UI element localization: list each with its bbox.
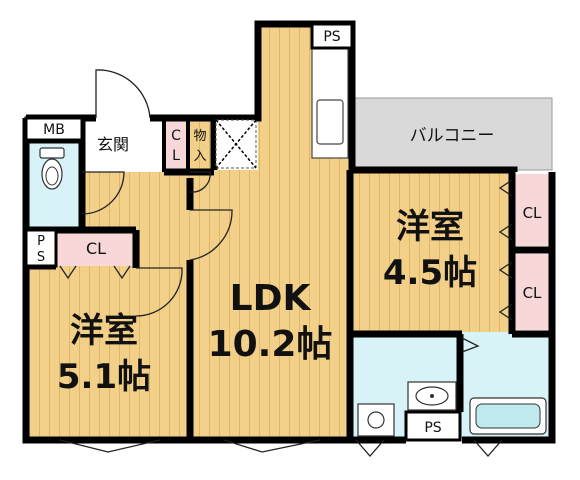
window-bath-bottom	[355, 439, 385, 457]
ldk-floor	[190, 26, 350, 438]
cl-right-top-label: CL	[523, 204, 542, 222]
ldk-size: 10.2帖	[208, 324, 333, 365]
balcony-floor	[349, 97, 553, 171]
western-room-left-floor	[26, 266, 190, 438]
mb-box	[24, 116, 84, 142]
closet-entrance-floor	[164, 118, 188, 172]
mb-label: MB	[43, 122, 65, 138]
cl-left-label: CL	[86, 239, 106, 258]
storage-floor	[188, 118, 212, 172]
entrance-door	[95, 69, 151, 119]
western-left-size: 5.1帖	[57, 357, 151, 397]
balcony-label: バルコニー	[410, 126, 495, 146]
ps-top-box	[310, 22, 354, 50]
closet-right-top-doors	[498, 179, 513, 241]
window-left-bottom	[59, 439, 161, 453]
window-bath2-bottom	[473, 439, 503, 457]
outer-wall-kitchen	[214, 20, 356, 170]
cl-entrance-label-c: C	[171, 128, 181, 144]
cl-entrance-label-l: L	[172, 148, 180, 164]
closet-right-bottom-doors	[498, 261, 513, 321]
outer-wall	[22, 118, 190, 444]
western-left-door	[135, 267, 183, 317]
western-right-size: 4.5帖	[383, 253, 477, 293]
western-right-name: 洋室	[396, 207, 464, 247]
entrance-floor	[82, 118, 164, 172]
outer-wall-right	[462, 172, 556, 444]
toilet-fixture	[39, 147, 65, 190]
outer-wall-right-room-top	[352, 166, 518, 174]
closet-right-bottom-floor	[512, 254, 552, 330]
ps-bottom-label: PS	[424, 420, 441, 436]
washing-machine-pan	[357, 403, 395, 437]
ps-left-label-s: S	[37, 250, 45, 265]
closet-right-top-floor	[512, 174, 552, 246]
closet-left-floor	[56, 230, 136, 266]
closet-left-doors	[59, 265, 131, 280]
ldk-name: LDK	[230, 278, 312, 319]
storage-label-2: 入	[193, 149, 206, 164]
ps-left-box	[24, 228, 58, 268]
window-ldk-bottom	[223, 439, 321, 453]
ps-top-label: PS	[323, 29, 340, 45]
bathtub	[469, 397, 547, 435]
storage-label-1: 物	[193, 129, 206, 144]
kitchen-sink	[316, 99, 344, 145]
storage-door	[189, 171, 211, 193]
toilet-door	[81, 171, 125, 215]
wash-basin	[407, 381, 457, 411]
western-room-right-floor	[350, 170, 512, 332]
western-left-name: 洋室	[70, 311, 138, 351]
ps-left-label-p: P	[37, 234, 45, 249]
ps-bottom-box	[404, 410, 462, 442]
entrance-label: 玄関	[97, 135, 129, 154]
ldk-door	[189, 209, 233, 261]
cl-right-bottom-label: CL	[523, 284, 542, 302]
bath-door	[461, 337, 480, 353]
